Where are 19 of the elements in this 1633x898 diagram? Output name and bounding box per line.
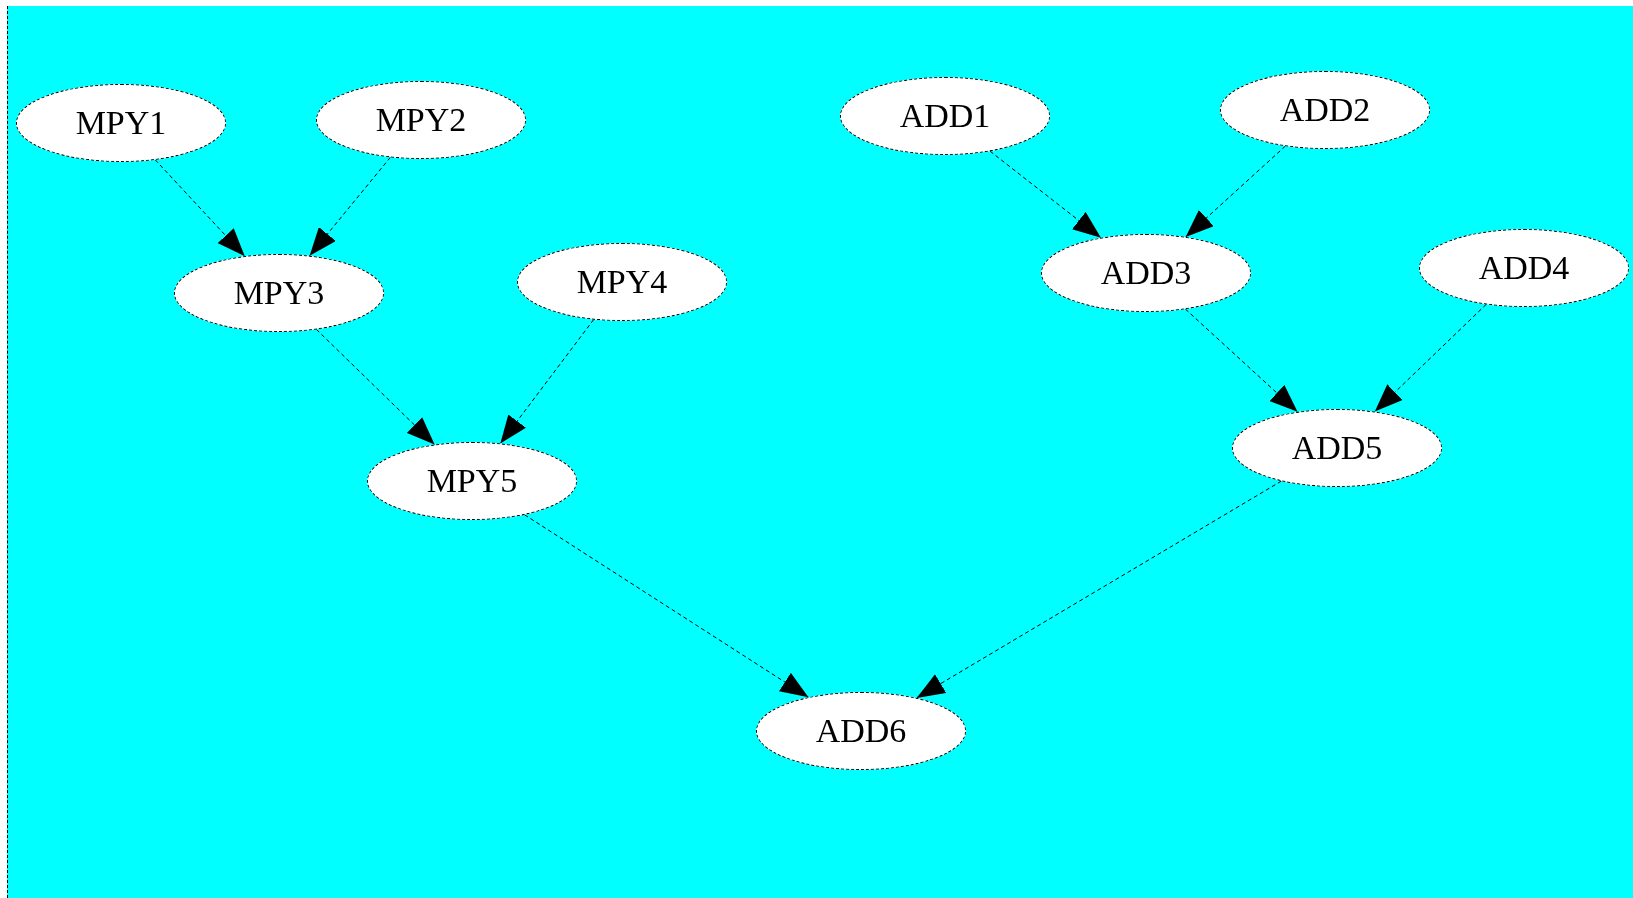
node-label: ADD2 bbox=[1279, 93, 1371, 127]
node-label: MPY3 bbox=[233, 276, 325, 310]
node-label: MPY1 bbox=[75, 106, 167, 140]
node-label: ADD1 bbox=[899, 99, 991, 133]
arrow bbox=[1374, 303, 1487, 413]
node-label: ADD6 bbox=[815, 714, 907, 748]
arrow bbox=[916, 480, 1282, 699]
arrow bbox=[1184, 308, 1299, 413]
node-label: ADD4 bbox=[1478, 251, 1570, 285]
arrow bbox=[499, 319, 595, 444]
node-label: MPY4 bbox=[576, 265, 668, 299]
arrow bbox=[1185, 145, 1286, 238]
arrow bbox=[989, 150, 1102, 239]
node-label: ADD5 bbox=[1291, 431, 1383, 465]
node-label: MPY5 bbox=[426, 464, 518, 498]
arrow bbox=[315, 328, 436, 446]
node-label: ADD3 bbox=[1100, 256, 1192, 290]
arrow bbox=[524, 514, 809, 698]
node-label: MPY2 bbox=[375, 103, 467, 137]
